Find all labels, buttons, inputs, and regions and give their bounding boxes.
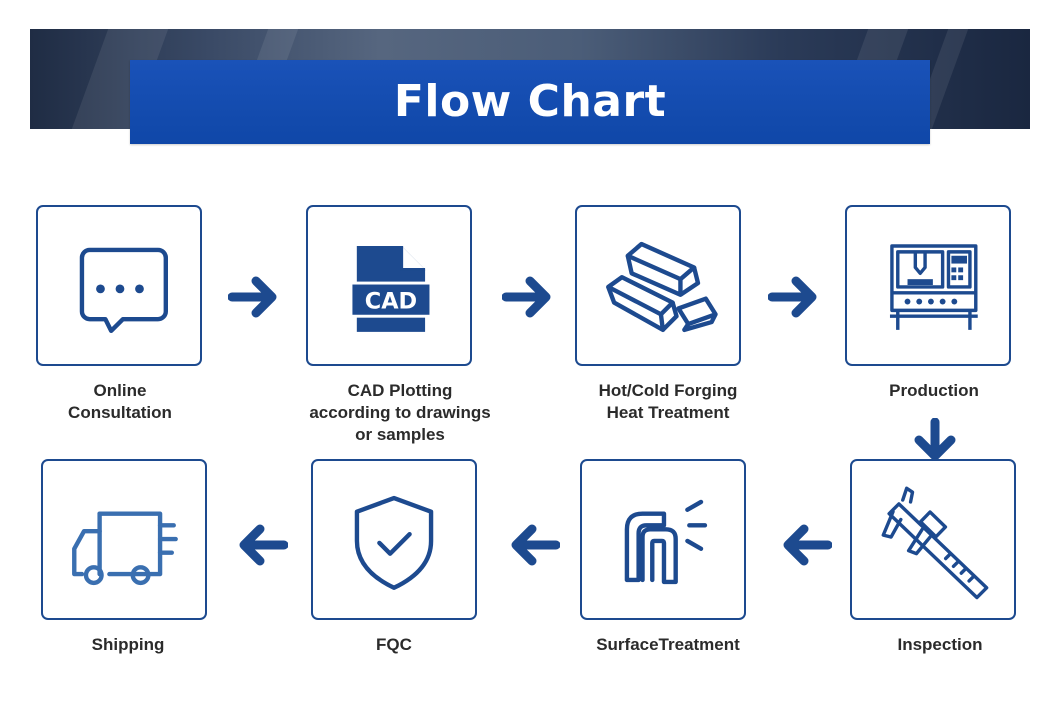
step-label-fqc: FQC [376,635,412,654]
shield-check-icon [354,495,434,590]
step-label-online-consultation: Online Consultation [68,381,172,422]
step-label-surface-treatment: SurfaceTreatment [596,635,740,654]
arrow-down-icon [914,418,956,461]
step-label-forging: Hot/Cold Forging Heat Treatment [598,381,738,422]
step-box-production [845,205,1011,366]
chat-bubble-icon [79,247,169,334]
step-box-fqc [311,459,477,620]
header-title-box: Flow Chart [130,60,930,144]
caliper-icon [881,486,989,600]
step-label-shipping: Shipping [91,635,165,654]
step-label-inspection: Inspection [897,635,983,654]
arrow-right-icon [768,276,817,318]
step-label-cad-plotting: CAD Plotting according to drawings or sa… [309,381,491,444]
arrow-left-icon [239,524,288,566]
step-box-inspection [850,459,1016,620]
arrow-right-icon [502,276,551,318]
step-box-cad-plotting: CAD [306,205,472,366]
cad-icon-text: CAD [365,288,417,314]
step-box-online-consultation [36,205,202,366]
step-box-forging [575,205,741,366]
page-title: Flow Chart [393,76,667,127]
arrow-left-icon [783,524,832,566]
step-box-shipping [41,459,207,620]
metal-ingots-icon [606,241,718,333]
delivery-truck-icon [72,511,178,586]
cad-file-icon: CAD [349,246,433,332]
step-box-surface-treatment [580,459,746,620]
arrow-right-icon [228,276,277,318]
spray-pipe-icon [624,499,708,585]
cnc-machine-icon [889,244,978,330]
arrow-left-icon [511,524,560,566]
step-label-production: Production [889,381,979,400]
